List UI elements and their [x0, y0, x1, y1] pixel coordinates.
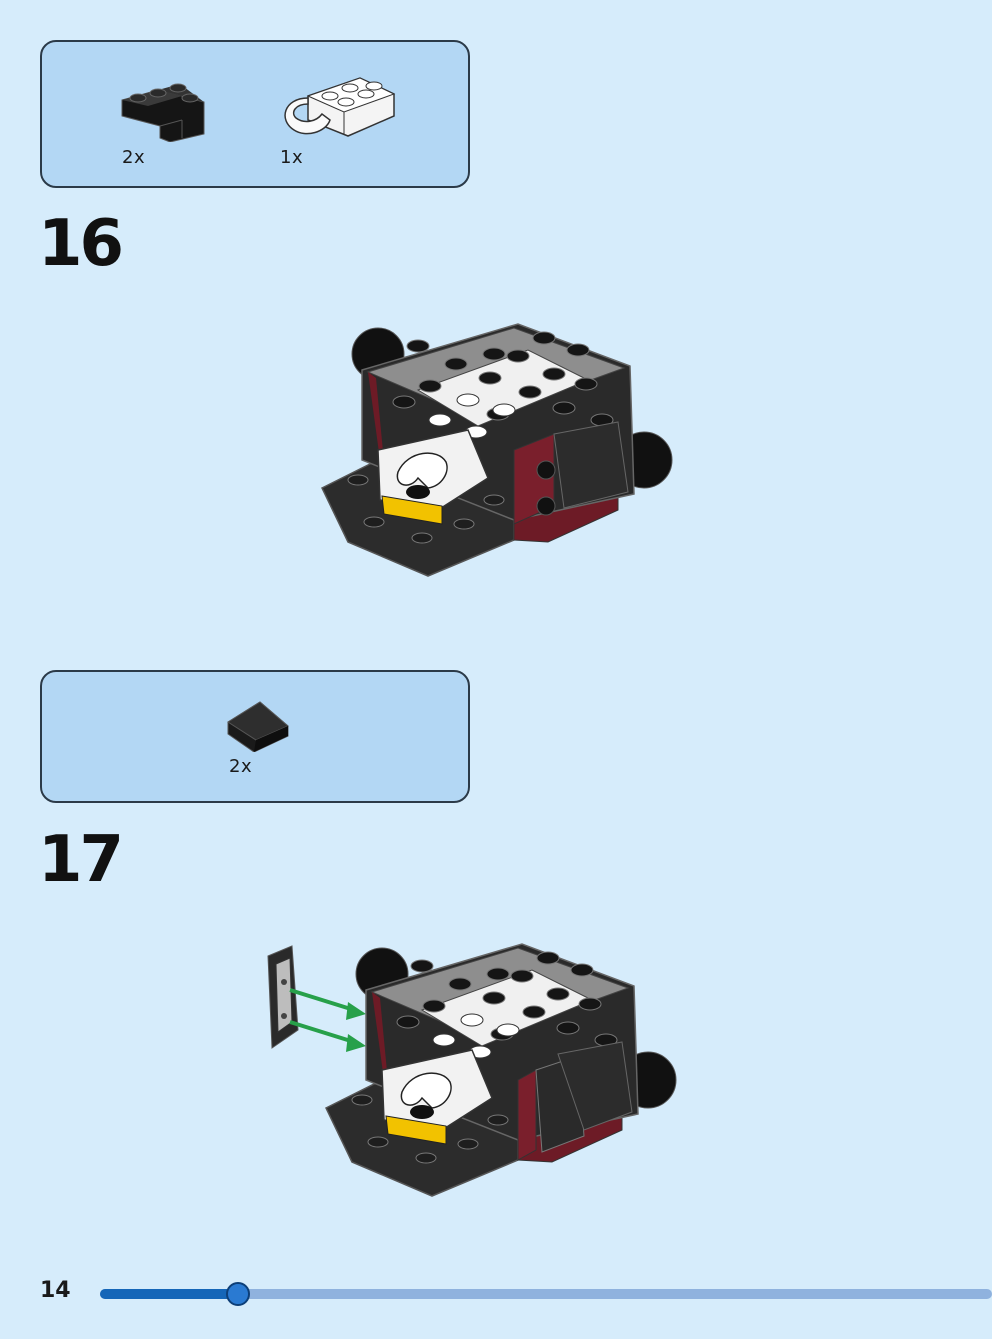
black-corner-brick-icon	[120, 76, 206, 142]
progress-bar-fill	[100, 1289, 239, 1299]
parts-list-step-17: 2x	[40, 670, 470, 803]
model-illustration-step-17	[262, 930, 682, 1206]
step-number: 16	[38, 207, 124, 281]
parts-list-step-16: 2x 1x	[40, 40, 470, 188]
model-illustration-step-16	[318, 310, 678, 586]
black-slope-tile-icon	[226, 700, 290, 752]
part-quantity: 1x	[280, 147, 304, 168]
page-number: 14	[40, 1278, 71, 1303]
progress-bar-knob	[226, 1282, 251, 1306]
white-clip-plate-icon	[278, 64, 396, 144]
progress-bar	[100, 1282, 992, 1306]
part-quantity: 2x	[122, 147, 146, 168]
step-number: 17	[38, 823, 124, 897]
part-quantity: 2x	[229, 756, 253, 777]
